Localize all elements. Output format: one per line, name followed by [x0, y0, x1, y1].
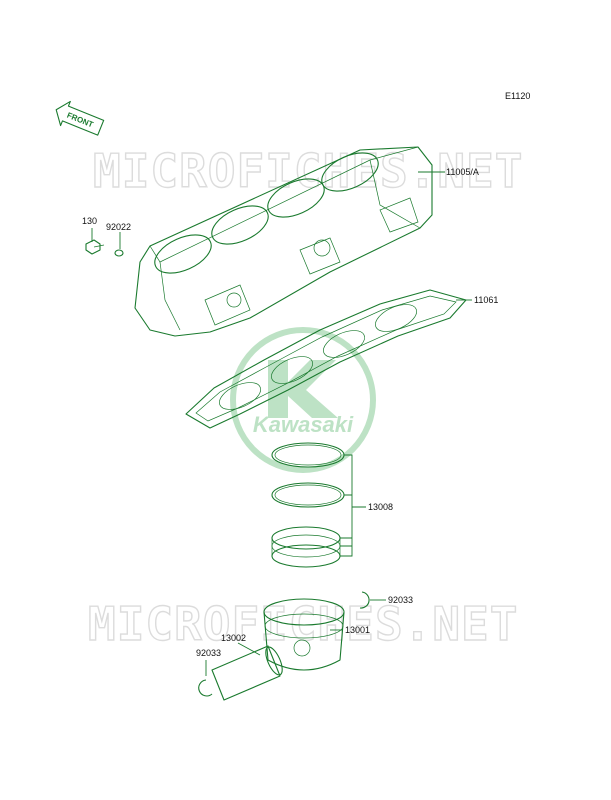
callout-bolt: 130: [82, 216, 97, 226]
circlip-right-icon: [359, 591, 370, 609]
leader-rings: [340, 454, 366, 557]
callout-gasket: 11061: [474, 295, 498, 305]
second-ring: [271, 482, 345, 508]
washer-icon: [114, 249, 124, 257]
top-ring: [271, 442, 345, 468]
bolt-icon: [85, 239, 105, 255]
circlip-left-icon: [198, 679, 213, 697]
callout-clip-left: 92033: [196, 648, 221, 658]
callout-washer: 92022: [106, 222, 131, 232]
watermark-bottom: MICROFICHES.NET: [88, 597, 518, 651]
leader-pin: [237, 642, 261, 656]
front-label: FRONT: [66, 111, 95, 130]
callout-clip-right: 92033: [388, 595, 413, 605]
front-arrow-icon: FRONT: [55, 100, 105, 136]
piston-pin: [211, 645, 283, 701]
callout-cylinder: 11005/A: [446, 167, 479, 177]
callout-rings: 13008: [368, 502, 393, 512]
diagram-code: E1120: [505, 91, 530, 101]
callout-piston: 13001: [345, 625, 370, 635]
piston-rings: [271, 442, 345, 568]
watermark-top: MICROFICHES.NET: [93, 144, 523, 198]
kawasaki-logo: Kawasaki: [230, 327, 376, 473]
kawasaki-logo-text: Kawasaki: [253, 412, 354, 437]
piston: [263, 598, 345, 671]
head-gasket: [185, 289, 467, 429]
cylinder-block: [134, 146, 433, 337]
callout-pin: 13002: [221, 633, 246, 643]
